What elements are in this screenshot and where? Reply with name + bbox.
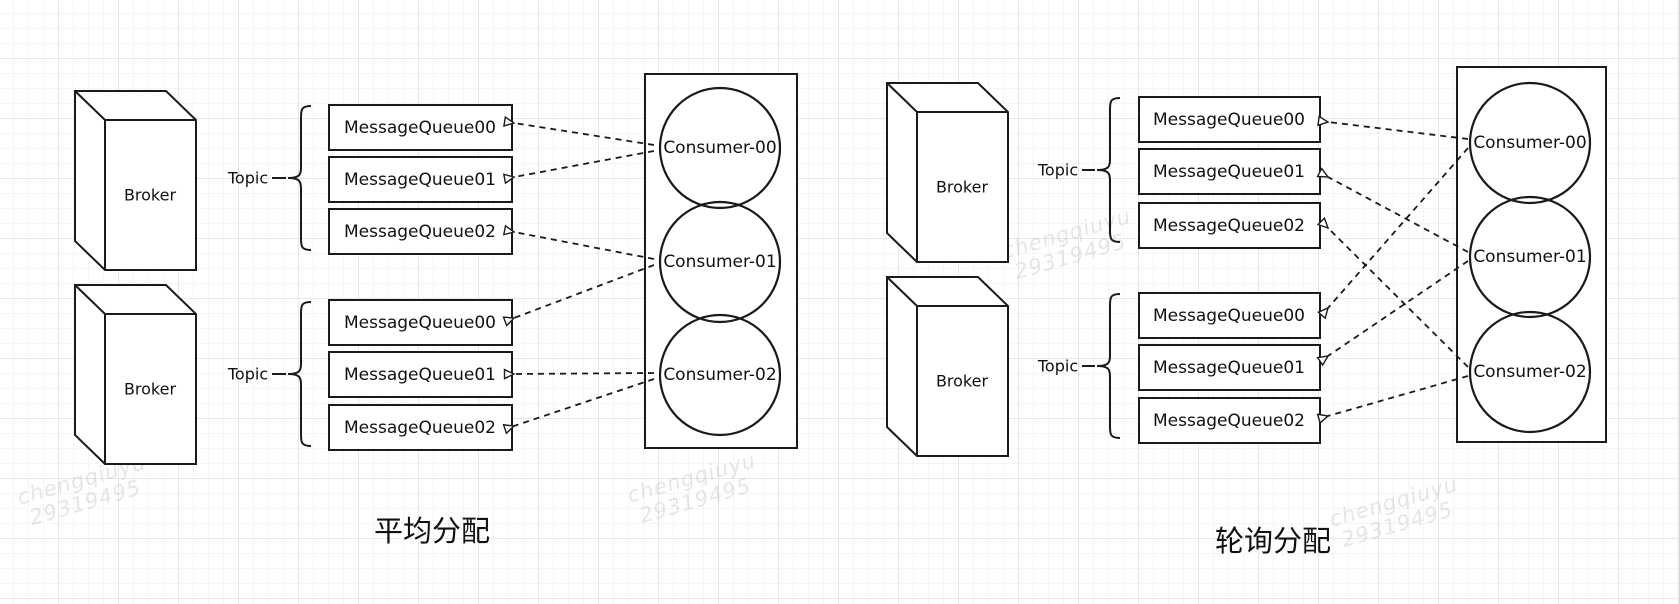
message-queue-box: MessageQueue02 bbox=[328, 404, 513, 451]
message-queue-box: MessageQueue01 bbox=[328, 351, 513, 398]
topic-brace bbox=[1082, 293, 1121, 439]
assignment-arrow bbox=[1316, 216, 1469, 368]
consumer-label: Consumer-02 bbox=[663, 365, 776, 385]
message-queue-label: MessageQueue02 bbox=[1153, 216, 1305, 236]
message-queue-label: MessageQueue00 bbox=[344, 313, 496, 333]
topic-label: Topic bbox=[1037, 357, 1078, 376]
consumer-circle bbox=[658, 200, 782, 324]
topic-label: Topic bbox=[227, 169, 268, 188]
consumer-label: Consumer-00 bbox=[663, 138, 776, 158]
message-queue-box: MessageQueue02 bbox=[1138, 397, 1321, 444]
broker-label: Broker bbox=[124, 380, 177, 399]
consumer-label: Consumer-00 bbox=[1473, 133, 1586, 153]
message-queue-label: MessageQueue01 bbox=[344, 170, 496, 190]
topic-label: Topic bbox=[227, 365, 268, 384]
consumer-group-box: Consumer-00 Consumer-01 Consumer-02 bbox=[1456, 66, 1607, 443]
assignment-arrow bbox=[1317, 115, 1469, 140]
assignment-arrow bbox=[502, 224, 655, 260]
assignment-arrow bbox=[1316, 260, 1469, 367]
assignment-arrow bbox=[502, 378, 655, 435]
assignment-arrow bbox=[1316, 375, 1469, 425]
message-queue-label: MessageQueue02 bbox=[344, 222, 496, 242]
consumer-circle bbox=[1468, 195, 1592, 319]
assignment-arrow bbox=[503, 115, 655, 146]
message-queue-box: MessageQueue00 bbox=[1138, 292, 1321, 339]
broker-box: Broker bbox=[886, 276, 1009, 457]
message-queue-box: MessageQueue00 bbox=[328, 299, 513, 346]
assignment-arrow bbox=[502, 264, 655, 327]
diagram-title-left: 平均分配 bbox=[374, 514, 490, 548]
consumer-label: Consumer-02 bbox=[1473, 362, 1586, 382]
message-queue-label: MessageQueue02 bbox=[344, 418, 496, 438]
message-queue-label: MessageQueue00 bbox=[1153, 306, 1305, 326]
message-queue-label: MessageQueue02 bbox=[1153, 411, 1305, 431]
consumer-circle bbox=[658, 86, 782, 210]
message-queue-box: MessageQueue00 bbox=[328, 104, 513, 151]
broker-label: Broker bbox=[936, 178, 989, 197]
left-diagram: Broker Broker Topic Topic MessageQueue00… bbox=[74, 73, 798, 548]
message-queue-box: MessageQueue01 bbox=[328, 156, 513, 203]
message-queue-label: MessageQueue00 bbox=[344, 118, 496, 138]
broker-label: Broker bbox=[124, 186, 177, 205]
message-queue-box: MessageQueue02 bbox=[328, 208, 513, 255]
assignment-arrow bbox=[503, 368, 655, 380]
consumer-circle bbox=[1468, 310, 1592, 434]
message-queue-label: MessageQueue01 bbox=[344, 365, 496, 385]
consumer-group-box: Consumer-00 Consumer-01 Consumer-02 bbox=[644, 73, 798, 449]
assignment-arrow bbox=[502, 150, 655, 185]
assignment-arrow bbox=[1316, 167, 1469, 253]
broker-label: Broker bbox=[936, 372, 989, 391]
broker-box: Broker bbox=[74, 90, 197, 271]
message-queue-box: MessageQueue02 bbox=[1138, 202, 1321, 249]
consumer-circle bbox=[658, 313, 782, 437]
topic-brace bbox=[1082, 97, 1121, 243]
topic-label: Topic bbox=[1037, 161, 1078, 180]
consumer-label: Consumer-01 bbox=[663, 252, 776, 272]
message-queue-box: MessageQueue01 bbox=[1138, 344, 1321, 391]
message-queue-box: MessageQueue01 bbox=[1138, 148, 1321, 195]
topic-brace bbox=[272, 105, 312, 251]
diagram-title-right: 轮询分配 bbox=[1215, 524, 1331, 558]
broker-box: Broker bbox=[74, 284, 197, 465]
consumer-label: Consumer-01 bbox=[1473, 247, 1586, 267]
message-queue-box: MessageQueue00 bbox=[1138, 96, 1321, 143]
message-queue-label: MessageQueue01 bbox=[1153, 358, 1305, 378]
consumer-circle bbox=[1468, 81, 1592, 205]
broker-box: Broker bbox=[886, 82, 1009, 263]
right-diagram: Broker Broker Topic Topic MessageQueue00… bbox=[886, 66, 1607, 558]
message-queue-label: MessageQueue01 bbox=[1153, 162, 1305, 182]
assignment-arrow bbox=[1317, 147, 1469, 320]
topic-brace bbox=[272, 301, 312, 447]
message-queue-label: MessageQueue00 bbox=[1153, 110, 1305, 130]
